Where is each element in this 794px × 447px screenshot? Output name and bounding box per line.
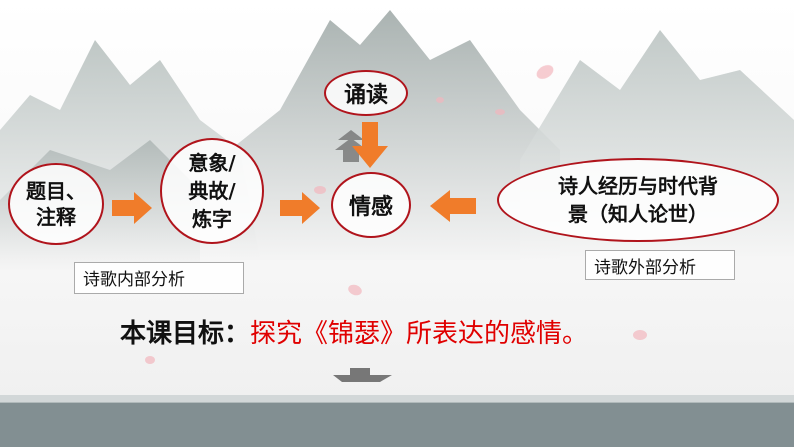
label-internal-analysis: 诗歌内部分析 — [74, 262, 244, 294]
node-title-note-line1: 题目、 — [26, 179, 86, 203]
label-external-analysis: 诗歌外部分析 — [585, 250, 735, 280]
node-recite-label: 诵读 — [343, 83, 388, 108]
lesson-goal-key: 本课目标： — [120, 319, 251, 349]
arrow-down-icon — [352, 122, 388, 168]
node-imagery-line2: 典故/ — [188, 179, 236, 203]
arrow-right-icon — [112, 192, 152, 224]
petals — [145, 65, 647, 364]
mountain-center — [230, 10, 560, 260]
water-band — [0, 402, 794, 447]
node-imagery-line3: 炼字 — [192, 207, 232, 231]
node-title-note: 题目、 注释 — [8, 163, 104, 245]
node-background: 诗人经历与时代背 景（知人论世） — [497, 158, 779, 242]
node-title-note-line2: 注释 — [36, 205, 76, 229]
node-imagery: 意象/ 典故/ 炼字 — [160, 138, 264, 244]
node-emotion: 情感 — [331, 172, 411, 238]
node-imagery-line1: 意象/ — [188, 151, 236, 175]
node-background-line2: 景（知人论世） — [568, 202, 708, 226]
node-recite: 诵读 — [324, 70, 408, 116]
arrow-right-icon — [280, 192, 320, 224]
boat — [333, 368, 392, 382]
lesson-goal-value: 探究《锦瑟》所表达的感情。 — [250, 319, 589, 349]
node-background-line1: 诗人经历与时代背 — [558, 174, 718, 198]
node-emotion-label: 情感 — [348, 195, 393, 220]
arrow-left-icon — [430, 190, 476, 222]
lesson-goal: 本课目标：探究《锦瑟》所表达的感情。 — [120, 313, 588, 350]
